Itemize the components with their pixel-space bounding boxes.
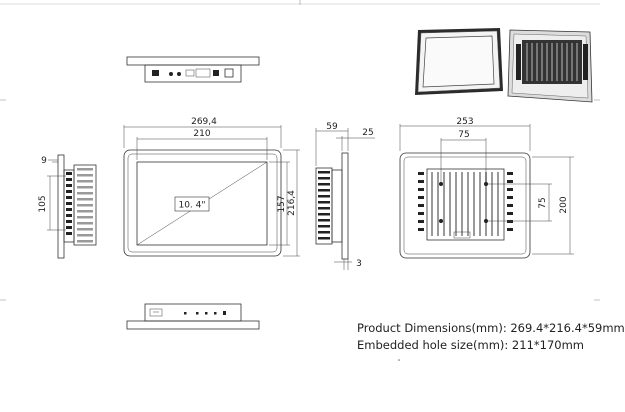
product-dimensions-text: Product Dimensions(mm): 269.4*216.4*59mm xyxy=(357,321,625,335)
rear-width-label: 253 xyxy=(456,117,473,127)
side-flange-label: 25 xyxy=(362,128,373,138)
rear-view: 253 75 75 200 xyxy=(399,117,574,259)
left-side-view: 9 105 xyxy=(38,154,97,259)
photo-rear-perspective xyxy=(507,29,593,103)
rear-hole-h-label: 75 xyxy=(458,130,469,140)
front-view: 10. 4" 269,4 210 157 216,4 xyxy=(123,117,300,257)
left-height-label: 105 xyxy=(38,195,48,212)
front-outer-height-label: 216,4 xyxy=(287,190,297,216)
side-depth-label: 59 xyxy=(326,122,338,132)
screen-size-label: 10. 4" xyxy=(178,201,205,211)
bottom-view xyxy=(126,303,260,330)
frame-marks xyxy=(0,0,600,301)
front-inner-height-label: 157 xyxy=(277,195,287,212)
front-inner-width-label: 210 xyxy=(193,129,210,139)
stray-mark xyxy=(398,359,400,361)
rear-hole-v-label: 75 xyxy=(538,197,548,208)
rear-height-label: 200 xyxy=(559,196,569,213)
left-offset-label: 9 xyxy=(41,156,47,166)
embedded-hole-size-text: Embedded hole size(mm): 211*170mm xyxy=(357,338,584,352)
right-side-view: 59 25 3 xyxy=(315,122,375,270)
top-view xyxy=(126,56,260,83)
side-thickness-label: 3 xyxy=(356,259,362,269)
photo-front-perspective xyxy=(415,28,503,95)
technical-drawing: 10. 4" 269,4 210 157 216,4 xyxy=(0,0,600,361)
front-outer-width-label: 269,4 xyxy=(191,117,217,127)
